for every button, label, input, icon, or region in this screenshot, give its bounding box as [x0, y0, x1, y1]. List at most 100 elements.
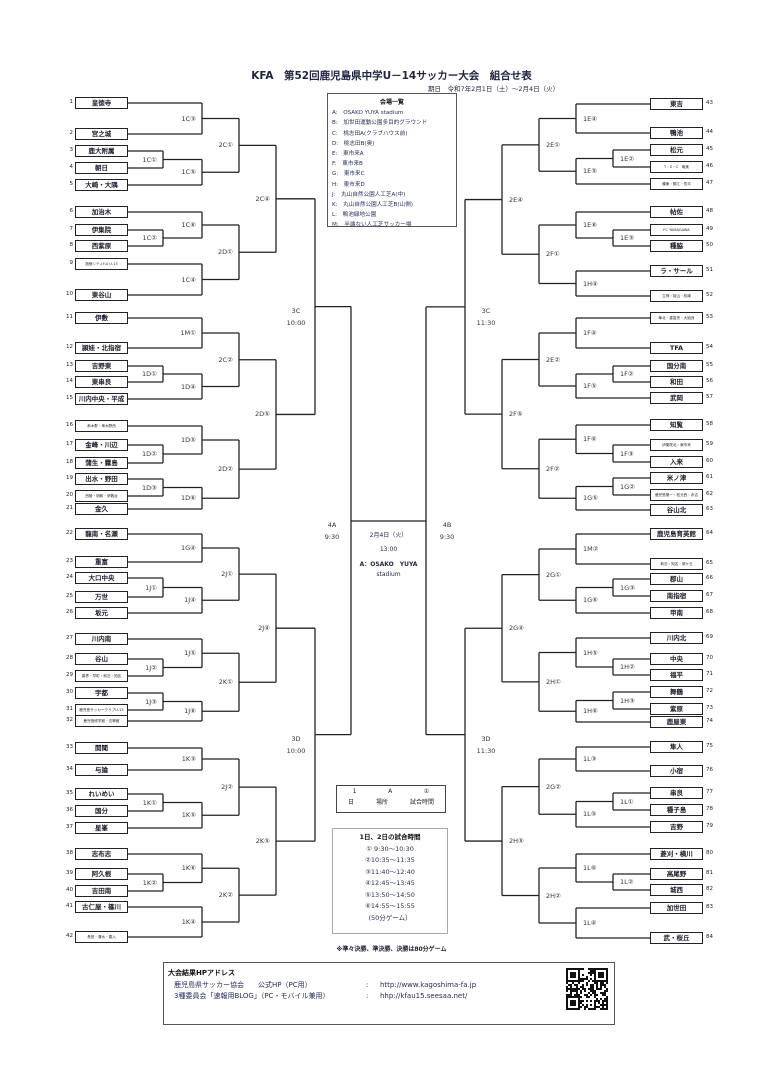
team-box[interactable]: 鴨池	[650, 127, 703, 139]
team-box[interactable]: 志布志	[75, 848, 128, 860]
team-box[interactable]: 朝日	[75, 162, 128, 174]
team-box[interactable]: 福平	[650, 669, 703, 681]
team-box[interactable]: 鹿大附属	[75, 145, 128, 157]
team-box[interactable]: 高尾野	[650, 868, 703, 880]
team-box[interactable]: 星峯	[75, 822, 128, 834]
team-box[interactable]: 鹿児島育英館	[650, 528, 703, 540]
team-box[interactable]: 隼人	[650, 741, 703, 753]
match-label: 1K④	[181, 918, 196, 926]
team-box[interactable]: 開聞	[75, 742, 128, 754]
team-box[interactable]: FC YAMAGAWA	[650, 224, 703, 236]
team-box[interactable]: 紫原	[650, 703, 703, 715]
key-slot-label: 試合時間	[409, 799, 434, 806]
team-box[interactable]: 与論	[75, 764, 128, 776]
team-box[interactable]: 串木野・串木野西	[75, 420, 128, 432]
team-box[interactable]: 伊敷	[75, 312, 128, 324]
team-box[interactable]: 小宿	[650, 765, 703, 777]
team-box[interactable]: 立神・桜山・枕崎	[650, 290, 703, 302]
team-box[interactable]: 南指宿	[650, 590, 703, 602]
team-box[interactable]: 帖佐	[650, 206, 703, 218]
team-box[interactable]: 頴娃・北指宿	[75, 342, 128, 354]
team-box[interactable]: 鹿屋東	[650, 716, 703, 728]
team-box[interactable]: 鹿児島修学館・志學館	[75, 715, 128, 727]
team-box[interactable]: 万世	[75, 591, 128, 603]
team-box[interactable]: 米ノ津	[650, 472, 703, 484]
qr-code[interactable]	[566, 968, 608, 1010]
team-box[interactable]: 東谷山	[75, 289, 128, 301]
match-label: 2G①	[546, 570, 561, 579]
team-box[interactable]: 喜界・早町・和泊・知名	[75, 670, 128, 682]
team-box[interactable]: ラ・サール	[650, 265, 703, 277]
team-box[interactable]: 舞鶴	[650, 686, 703, 698]
team-box[interactable]: 重富	[75, 556, 128, 568]
team-box[interactable]: 大崎・大隅	[75, 179, 128, 191]
team-box[interactable]: 川内南	[75, 633, 128, 645]
team-box[interactable]: 皇徳寺	[75, 97, 128, 109]
match-label: 1G④	[181, 544, 196, 552]
team-box[interactable]: 金久	[75, 503, 128, 515]
team-box[interactable]: 串良	[650, 787, 703, 799]
team-box[interactable]: 和田	[650, 376, 703, 388]
team-box[interactable]: 加治木	[75, 206, 128, 218]
team-box[interactable]: 吉野東	[75, 360, 128, 372]
team-box[interactable]: 出水・野田	[75, 473, 128, 485]
tournament-dates: 期日 令和7年2月1日（土）～2月4日（火）	[428, 85, 560, 93]
team-box[interactable]: 松元	[650, 144, 703, 156]
team-box[interactable]: 隼北・重富央・大姶良	[650, 312, 703, 324]
team-number: 8	[69, 242, 74, 248]
team-box[interactable]: 伊集院北・東市来	[650, 439, 703, 451]
team-box[interactable]: 入来	[650, 456, 703, 468]
team-box[interactable]: 西陵・明和・伊敷台	[75, 490, 128, 502]
team-number: 57	[706, 394, 713, 400]
match-label: 1F②	[620, 370, 634, 378]
team-box[interactable]: 甲南	[650, 607, 703, 619]
team-box[interactable]: 阿久根	[75, 868, 128, 880]
team-box[interactable]: 指宿シティF.A U-15	[75, 258, 128, 270]
match-label: 1D⑥	[181, 494, 196, 503]
team-box[interactable]: 蒲生・霧島	[75, 457, 128, 469]
team-box[interactable]: 国分	[75, 805, 128, 817]
team-box[interactable]: 大口中央	[75, 572, 128, 584]
team-box[interactable]: 川内北	[650, 632, 703, 644]
team-box[interactable]: 伊集院	[75, 224, 128, 236]
team-box[interactable]: 種脇	[650, 240, 703, 252]
team-box[interactable]: TFA	[650, 342, 703, 354]
match-label: 1H⑤	[583, 648, 598, 657]
blog-url-link[interactable]: hhp://kfau15.seesaa.net/	[380, 992, 468, 1000]
team-box[interactable]: 鹿児島第一・松元西・永吉	[650, 489, 703, 501]
team-box[interactable]: 谷山北	[650, 504, 703, 516]
team-number: 65	[706, 560, 713, 566]
team-box[interactable]: 宇都	[75, 687, 128, 699]
team-number: 53	[706, 314, 713, 320]
team-box[interactable]: 城西	[650, 884, 703, 896]
match-label: 1D④	[181, 382, 196, 391]
team-box[interactable]: 知覧	[650, 419, 703, 431]
team-box[interactable]: れいめい	[75, 788, 128, 800]
team-box[interactable]: 長田・清水・喜入	[75, 931, 128, 943]
team-box[interactable]: 吉田南	[75, 885, 128, 897]
team-box[interactable]: 川内中央・平成	[75, 393, 128, 405]
kfa-url-link[interactable]: http://www.kagoshima-fa.jp	[380, 980, 477, 989]
team-box[interactable]: 和泊・知名・城ケ丘	[650, 558, 703, 570]
match-time: 9:30	[324, 532, 340, 541]
team-box[interactable]: 中央	[650, 653, 703, 665]
team-box[interactable]: 龍南・名瀬	[75, 528, 128, 540]
team-box[interactable]: 菱刈・横川	[650, 848, 703, 860]
team-box[interactable]: 西紫原	[75, 240, 128, 252]
team-box[interactable]: 坂元	[75, 607, 128, 619]
team-box[interactable]: 国分南	[650, 360, 703, 372]
team-box[interactable]: 東吉	[650, 98, 703, 110]
team-box[interactable]: 武岡	[650, 392, 703, 404]
team-box[interactable]: 谷山	[75, 653, 128, 665]
team-box[interactable]: 吉野	[650, 821, 703, 833]
team-box[interactable]: 加世田	[650, 902, 703, 914]
team-box[interactable]: 種子島	[650, 804, 703, 816]
team-box[interactable]: 古仁屋・篠川	[75, 901, 128, 913]
team-box[interactable]: 宮之城	[75, 128, 128, 140]
team-box[interactable]: T・S・C 奄美	[650, 161, 703, 173]
team-box[interactable]: 種東・錦江・吾平	[650, 178, 703, 190]
team-box[interactable]: 郡山	[650, 573, 703, 585]
team-box[interactable]: 金峰・川辺	[75, 439, 128, 451]
team-box[interactable]: 東串良	[75, 376, 128, 388]
team-box[interactable]: 武・桜丘	[650, 932, 703, 944]
